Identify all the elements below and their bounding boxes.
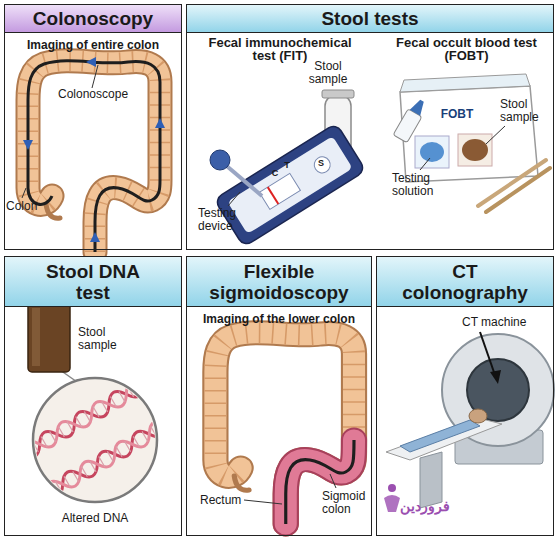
colon-haustra bbox=[28, 61, 160, 252]
colonoscope-tube bbox=[28, 61, 160, 252]
colon-body bbox=[28, 61, 160, 252]
tube-cap bbox=[322, 90, 354, 98]
part-label: T bbox=[282, 160, 292, 170]
device-body bbox=[214, 123, 366, 247]
watermark-logo bbox=[384, 484, 400, 512]
patient-body bbox=[400, 420, 480, 452]
part-label: Sigmoid colon bbox=[322, 490, 372, 516]
logo-head bbox=[388, 484, 396, 492]
leader-line bbox=[330, 474, 336, 488]
applicator-stick bbox=[486, 168, 550, 212]
leader-line bbox=[228, 192, 240, 206]
ct-illustration bbox=[386, 332, 554, 508]
jar-highlight bbox=[32, 308, 40, 366]
appendix bbox=[46, 204, 60, 218]
part-label: Rectum bbox=[200, 494, 250, 507]
part-label: C bbox=[270, 168, 280, 178]
dna-illustration bbox=[1, 290, 188, 511]
part-label: S bbox=[316, 158, 326, 168]
panel-box: CT colonography bbox=[376, 256, 554, 536]
magnifier-circle bbox=[33, 378, 157, 502]
result-window bbox=[259, 173, 300, 209]
sample-jar bbox=[28, 302, 70, 372]
colon-outline bbox=[28, 61, 160, 252]
swab-stick bbox=[222, 162, 262, 196]
test-window bbox=[415, 136, 449, 168]
applicator-stick bbox=[478, 160, 546, 206]
dna-strand bbox=[24, 407, 188, 511]
part-label: Altered DNA bbox=[40, 512, 150, 525]
bottle-tip bbox=[410, 98, 427, 116]
panel-heading: Stool tests bbox=[190, 8, 550, 29]
leader-line bbox=[92, 65, 98, 88]
header-band: Stool DNA test bbox=[5, 257, 181, 307]
leader-line bbox=[244, 500, 282, 504]
header-band: Flexible sigmoidoscopy bbox=[187, 257, 371, 307]
pointer-arrow bbox=[480, 332, 496, 378]
part-label: Testing solution bbox=[392, 172, 452, 198]
panel-heading: Flexible sigmoidoscopy bbox=[189, 261, 369, 303]
panel-heading: CT colonography bbox=[398, 261, 533, 303]
leader-line bbox=[22, 188, 26, 198]
part-label: FOBT bbox=[432, 108, 482, 121]
sample-well bbox=[311, 154, 333, 176]
part-label: فروردین bbox=[400, 500, 470, 513]
blue-smear bbox=[420, 142, 444, 162]
patient-table bbox=[386, 418, 502, 460]
patient-head bbox=[469, 409, 487, 423]
test-window bbox=[458, 134, 492, 166]
leader-line bbox=[486, 126, 505, 144]
part-label: Colonoscope bbox=[58, 88, 138, 101]
part-label: Fecal occult blood test (FOBT) bbox=[384, 36, 549, 62]
panel-heading: Stool DNA test bbox=[38, 261, 148, 303]
dna-rungs bbox=[29, 416, 174, 506]
header-band: Stool tests bbox=[187, 5, 553, 33]
swab-knob bbox=[210, 150, 230, 170]
direction-arrow bbox=[86, 57, 96, 67]
part-label: Testing device bbox=[198, 207, 253, 233]
direction-arrow bbox=[90, 232, 100, 242]
panel-box: ColonoscopyImaging of entire colon bbox=[4, 4, 182, 250]
header-band: CT colonography bbox=[377, 257, 553, 307]
colon-illustration bbox=[22, 57, 165, 252]
part-label: CT machine bbox=[462, 316, 542, 329]
dna-helices bbox=[1, 367, 188, 511]
leader-line bbox=[420, 158, 430, 170]
fit-illustration bbox=[210, 90, 366, 247]
panel-subtitle: Imaging of entire colon bbox=[5, 38, 181, 52]
direction-arrow bbox=[23, 140, 33, 150]
brown-smear bbox=[462, 139, 488, 161]
direction-arrow bbox=[155, 118, 165, 128]
part-label: Stool sample bbox=[78, 326, 138, 352]
dna-strand bbox=[24, 407, 188, 511]
part-label: Stool sample bbox=[300, 60, 356, 86]
fit-device bbox=[214, 123, 366, 247]
dna-strand bbox=[1, 367, 165, 471]
part-label: Stool sample bbox=[500, 98, 550, 124]
dna-strand bbox=[1, 367, 165, 471]
card-flap bbox=[400, 74, 530, 92]
logo-body bbox=[384, 495, 400, 512]
panel-box: Stool DNA test bbox=[4, 256, 182, 536]
panel-subtitle: Imaging of the lower colon bbox=[187, 312, 371, 326]
control-line bbox=[268, 187, 279, 204]
part-label: Fecal immunochemical test (FIT) bbox=[196, 36, 364, 62]
header-band: Colonoscopy bbox=[5, 5, 181, 33]
dropper-bottle bbox=[393, 97, 429, 143]
appendix bbox=[234, 476, 249, 490]
arrow-head bbox=[490, 370, 501, 384]
part-label: Colon bbox=[6, 200, 46, 213]
panel-heading: Colonoscopy bbox=[8, 8, 178, 29]
